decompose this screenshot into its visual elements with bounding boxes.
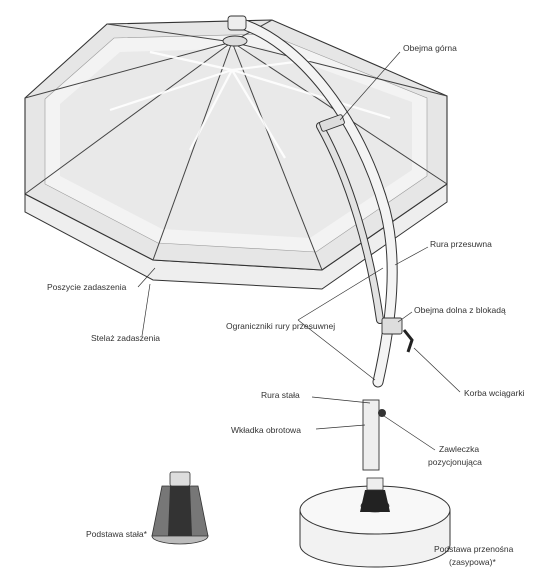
label-ograniczniki: Ograniczniki rury przesuwnej [226,321,335,331]
canopy-frame-struts [109,50,391,159]
label-stelaz: Stelaż zadaszenia [91,333,160,343]
label-zawleczka-1: Zawleczka [439,444,479,454]
crank-handle [402,329,414,353]
curved-pole [227,15,414,471]
fixed-base [151,471,209,545]
label-zawleczka-2: pozycjonująca [428,457,482,467]
top-elbow [227,15,247,31]
portable-base [299,477,451,568]
label-wkladka: Wkładka obrotowa [231,425,301,435]
label-rura-przesuwna: Rura przesuwna [430,239,492,249]
label-obejma-gorna: Obejma górna [403,43,457,53]
label-poszycie: Poszycie zadaszenia [47,282,127,292]
label-podstawa-przenosna-2: (zasypowa)* [449,557,496,567]
label-rura-stala: Rura stała [261,390,300,400]
fixed-pole [362,399,380,471]
canopy-hub [222,35,248,47]
label-korba: Korba wciągarki [464,388,525,398]
canopy [24,19,448,290]
label-podstawa-przenosna-1: Podstawa przenośna [434,544,514,554]
upper-clamp [319,114,345,132]
positioning-pin [378,409,386,417]
label-podstawa-stala: Podstawa stała* [86,529,148,539]
label-obejma-dolna: Obejma dolna z blokadą [414,305,506,315]
lower-clamp [381,317,403,335]
labels: Obejma górna Rura przesuwna Obejma dolna… [47,43,525,567]
leader-lines [137,51,461,451]
